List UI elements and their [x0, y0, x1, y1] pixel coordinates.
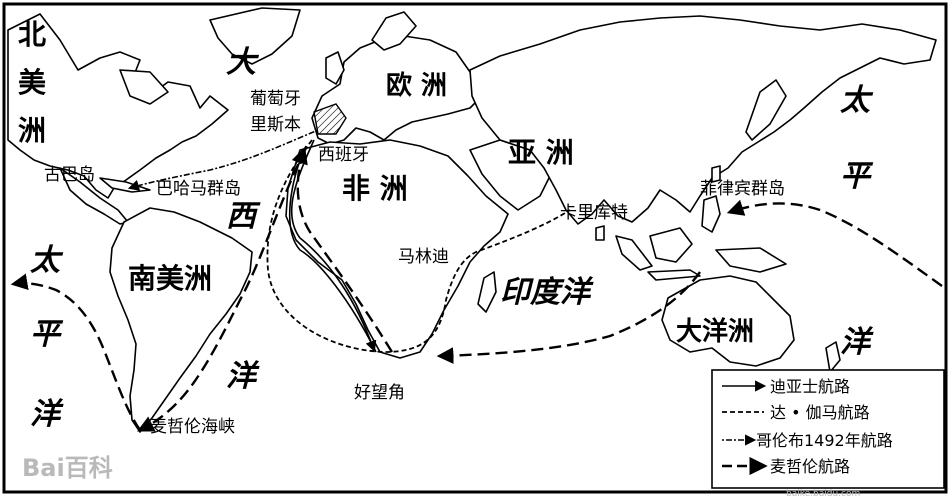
magellan-route-indian: [436, 271, 701, 364]
europe-outline: [311, 35, 483, 145]
japan-islands: [745, 79, 787, 141]
label-calicut: 卡里库特: [560, 203, 628, 223]
label-pacific-east-2: 平: [840, 159, 874, 194]
java-island: [647, 269, 701, 281]
dias-return-route: [289, 145, 377, 353]
legend-label-magellan: 麦哲伦航路: [770, 457, 850, 476]
label-north-america-2: 美: [18, 66, 46, 99]
label-pacific-east-1: 太: [840, 83, 874, 118]
map-frame: [2, 2, 948, 494]
africa-outline: [285, 139, 509, 359]
watermark-footer: baike.baidu.com: [786, 489, 860, 499]
new-zealand-islands: [825, 341, 841, 373]
label-asia: 亚 洲: [508, 136, 574, 169]
label-oceania: 大洋洲: [676, 316, 754, 347]
label-africa: 非 洲: [342, 172, 408, 205]
label-atlantic-1: 大: [226, 45, 260, 80]
label-bahamas: 巴哈马群岛: [156, 179, 241, 199]
label-europe: 欧 洲: [386, 70, 447, 101]
magellan-route-home: [291, 146, 394, 353]
label-pacific-east-3: 洋: [840, 325, 874, 360]
asia-outline: [469, 15, 937, 225]
label-malindi: 马林迪: [398, 247, 449, 267]
australia-outline: [661, 275, 795, 367]
legend-label-dias: 迪亚士航路: [770, 377, 850, 396]
sumatra-island: [615, 235, 653, 271]
label-south-america: 南美洲: [128, 262, 212, 295]
magellan-route-pacific-east: [726, 199, 943, 287]
madagascar-island: [477, 271, 497, 313]
philippine-islands: [701, 195, 721, 233]
label-spain: 西班牙: [318, 145, 369, 165]
label-cape-good-hope: 好望角: [354, 383, 405, 403]
legend-label-gama: 达 • 伽马航路: [770, 403, 870, 422]
label-atlantic-3: 洋: [226, 359, 260, 394]
taiwan-island: [711, 165, 721, 183]
magellan-route-atlantic: [136, 147, 308, 432]
label-pacific-west-2: 平: [30, 317, 64, 352]
hudson-bay: [119, 69, 169, 105]
greenland-outline: [209, 7, 301, 65]
south-america-outline: [109, 207, 253, 433]
north-america-outline: [7, 13, 229, 199]
british-isles: [325, 51, 345, 85]
label-strait-magellan: 麦哲伦海峡: [150, 417, 235, 437]
legend-box: [711, 369, 945, 489]
label-philippines: 菲律宾群岛: [700, 179, 785, 199]
scandinavia: [371, 11, 417, 51]
legend: 迪亚士航路 达 • 伽马航路 哥伦布1492年航路 麦哲伦航路: [711, 369, 945, 489]
label-lisbon: 里斯本: [250, 115, 301, 135]
watermark-brand: Bai百科: [22, 454, 113, 482]
label-north-america-1: 北: [18, 18, 46, 51]
magellan-route-pacific-south: [10, 273, 141, 431]
sri-lanka-island: [595, 225, 605, 241]
label-cuba: 古巴岛: [44, 165, 95, 185]
legend-label-columbus: 哥伦布1492年航路: [756, 431, 893, 450]
columbus-route: [127, 129, 319, 191]
label-indian-ocean: 印度洋: [500, 275, 594, 310]
label-atlantic-2: 西: [226, 199, 261, 234]
landmasses: [7, 7, 937, 433]
label-pacific-west-1: 太: [30, 243, 64, 278]
new-guinea-island: [715, 247, 787, 273]
borneo-island: [649, 227, 693, 263]
label-portugal: 葡萄牙: [250, 89, 301, 109]
label-north-america-3: 洲: [18, 114, 46, 147]
label-pacific-west-3: 洋: [30, 397, 64, 432]
map-labels: 北 美 洲 欧 洲 亚 洲 非 洲 南美洲 大洋洲 大 西 洋 印度洋 太 平 …: [18, 18, 874, 437]
